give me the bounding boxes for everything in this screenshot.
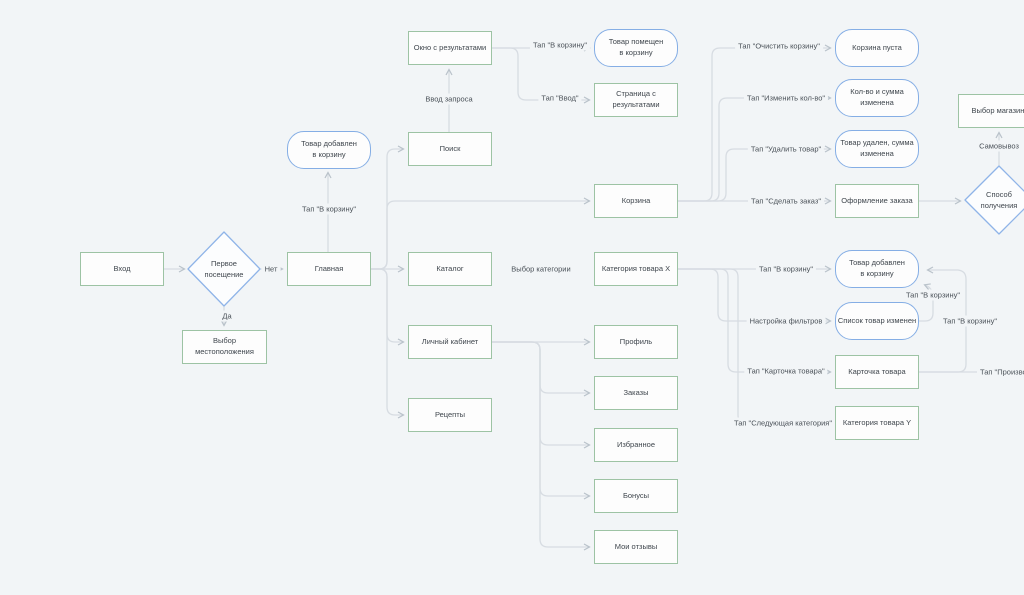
node-spisok-tovar-izmenen: Список товар изменен [835,302,919,340]
edge-label-tap-udalit-tovar: Тап "Удалить товар" [747,143,825,155]
edge-okno-stranitsa [491,47,589,100]
node-izbrannoe: Избранное [594,428,678,462]
node-profil: Профиль [594,325,678,359]
node-vhod: Вход [80,252,164,286]
edge-label-samovyvoz: Самовывоз [976,140,1022,152]
edge-label-tap-kartochka-tovara: Тап "Карточка товара" [744,365,828,377]
edge-label-tap-sleduyushchaya-kategoriya: Тап "Следующая категория" [730,417,836,429]
edge-spisok-tovar-dobavlen [918,285,934,322]
edge-label-vvod-zaprosa: Ввод запроса [422,93,476,105]
edge-label-tap-v-korzinu-kartochka: Тап "В корзину" [939,315,1001,327]
edge-label-nastroyka-filtrov: Настройка фильтров [746,315,826,327]
edge-label-tap-proizvoditel: Тап "Производите [977,366,1024,378]
edge-label-tap-izmenit-kolvo: Тап "Изменить кол-во" [743,92,829,104]
node-katalog: Каталог [408,252,492,286]
node-okno-s-rezultatami: Окно с результатами [408,31,492,65]
node-recepty: Рецепты [408,398,492,432]
node-korzina-pusta: Корзина пуста [835,29,919,67]
edge-label-tap-v-korzinu-spisok: Тап "В корзину" [902,289,964,301]
diamond-label-sposob-polucheniya: Способ получения [980,189,1018,210]
node-vybor-mestopolozheniya: Выбор местоположения [182,330,267,364]
edge-label-tap-sdelat-zakaz: Тап "Сделать заказ" [748,195,824,207]
node-stranitsa-s-rezultatami: Страница с результатами [594,83,678,117]
edge-lichnyi-otzyvy [491,341,589,547]
edge-label-tap-v-korzinu-glavnaya: Тап "В корзину" [298,203,360,215]
node-glavnaya: Главная [287,252,371,286]
node-moi-otzyvy: Мои отзывы [594,530,678,564]
edge-label-tap-v-korzinu-kategoriya: Тап "В корзину" [755,263,817,275]
node-kartochka-tovara: Карточка товара [835,355,919,389]
edge-label-da: Да [219,310,235,322]
node-oformlenie-zakaza: Оформление заказа [835,184,919,218]
node-kategoriya-tovara-x: Категория товара X [594,252,678,286]
edge-glavnaya-recepty [370,268,403,415]
node-tovar-dobavlen-v-korzinu-glavnaya: Товар добавлен в корзину [287,131,371,169]
node-tovar-dobavlen-v-korzinu-kategoriya: Товар добавлен в корзину [835,250,919,288]
edge-korzina-pusta [677,48,830,202]
edge-label-tap-v-korzinu-okno: Тап "В корзину" [529,39,591,51]
edge-label-tap-ochistit-korzinu: Тап "Очистить корзину" [735,40,823,52]
node-kolvo-i-summa-izmenena: Кол-во и сумма изменена [835,79,919,117]
node-poisk: Поиск [408,132,492,166]
diamond-pervoe-poseshchenie [187,231,261,307]
edge-label-tap-vvod: Тап "Ввод" [538,92,582,104]
node-tovar-udalen-summa-izmenena: Товар удален, сумма изменена [835,130,919,168]
node-kategoriya-tovara-y: Категория товара Y [835,406,919,440]
edge-label-net: Нет [261,263,281,275]
node-lichnyi-kabinet: Личный кабинет [408,325,492,359]
diamond-sposob-polucheniya [964,165,1024,235]
diamond-label-pervoe-poseshchenie: Первое посещение [204,258,244,279]
edge-label-vybor-kategorii: Выбор категории [508,263,574,275]
node-vybor-magazina: Выбор магазина [958,94,1024,128]
edge-kategoriya-kategoriya-y [677,268,830,423]
node-zakazy: Заказы [594,376,678,410]
node-bonusy: Бонусы [594,479,678,513]
edge-kategoriya-spisok [677,268,830,321]
node-tovar-pomeshchen-v-korzinu: Товар помещен в корзину [594,29,678,67]
node-korzina: Корзина [594,184,678,218]
edge-korzina-udalen [677,149,830,202]
